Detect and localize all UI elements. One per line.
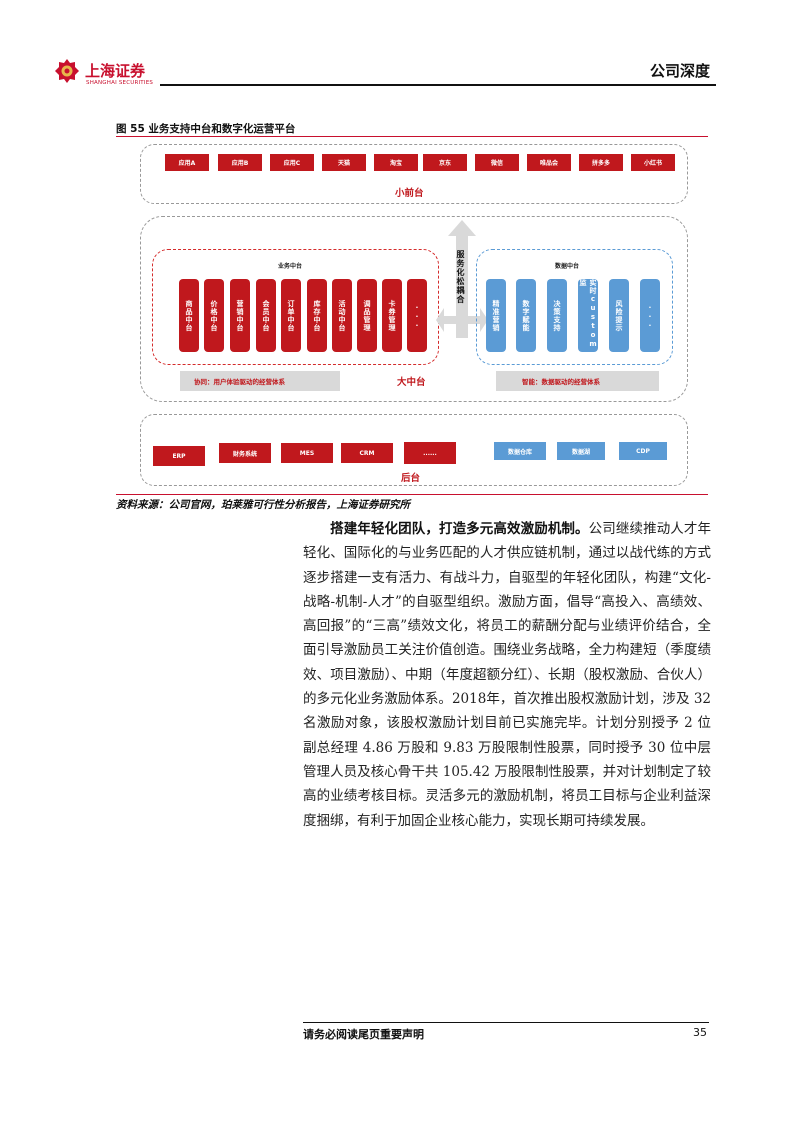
- data-item-bar: 风险提示: [609, 279, 629, 352]
- front-office-label: 小前台: [395, 188, 424, 199]
- front-app-chip: 淘宝: [374, 154, 418, 171]
- back-office-panel: [140, 414, 688, 486]
- data-item-bar: 实时custom监: [578, 279, 598, 352]
- business-middle-box: [152, 249, 439, 365]
- business-item-bar: 营销中台: [230, 279, 250, 352]
- document-type: 公司深度: [649, 62, 710, 80]
- header-divider: [160, 84, 716, 86]
- business-item-bar: 活动中台: [332, 279, 352, 352]
- front-app-chip: 应用A: [165, 154, 209, 171]
- middle-office-panel: [140, 216, 688, 402]
- shanghai-securities-logo-icon: [55, 59, 79, 83]
- back-data-chip: CDP: [619, 442, 667, 460]
- back-data-chip: 数据湖: [557, 442, 605, 460]
- back-data-chip: 数据仓库: [494, 442, 546, 460]
- business-item-bar: ...: [407, 279, 427, 352]
- data-middle-title: 数据中台: [555, 263, 580, 270]
- back-system-chip: ERP: [153, 446, 205, 466]
- front-app-chip: 小红书: [631, 154, 675, 171]
- paragraph-lead: 搭建年轻化团队，打造多元高效激励机制。: [330, 521, 589, 537]
- business-item-bar: 商品中台: [179, 279, 199, 352]
- back-office-label: 后台: [401, 473, 421, 484]
- front-app-chip: 拼多多: [579, 154, 623, 171]
- back-system-chip: ......: [404, 442, 456, 464]
- data-item-bar: 数字赋能: [516, 279, 536, 352]
- business-item-bar: 订单中台: [281, 279, 301, 352]
- business-middle-title: 业务中台: [278, 263, 303, 270]
- body-paragraph: 搭建年轻化团队，打造多元高效激励机制。公司继续推动人才年轻化、国际化的与业务匹配…: [303, 517, 711, 833]
- front-app-chip: 京东: [423, 154, 467, 171]
- data-item-bar: ...: [640, 279, 660, 352]
- data-item-bar: 决策支持: [547, 279, 567, 352]
- data-strip: 智能：数据驱动的经营体系: [496, 371, 659, 391]
- paragraph-text: 公司继续推动人才年轻化、国际化的与业务匹配的人才供应链机制，通过以战代练的方式逐…: [303, 521, 712, 829]
- business-strip: 协同：用户体验驱动的经营体系: [180, 371, 340, 391]
- logo-text-cn: 上海证券: [85, 62, 146, 80]
- front-app-chip: 唯品会: [527, 154, 571, 171]
- page-number: 35: [693, 1026, 707, 1039]
- business-item-bar: 价格中台: [204, 279, 224, 352]
- back-system-chip: MES: [281, 443, 333, 463]
- front-app-chip: 微信: [475, 154, 519, 171]
- front-app-chip: 应用B: [218, 154, 262, 171]
- figure-title: 图 55 业务支持中台和数字化运营平台: [116, 123, 296, 135]
- business-item-bar: 卡券管理: [382, 279, 402, 352]
- business-item-bar: 库存中台: [307, 279, 327, 352]
- back-system-chip: CRM: [341, 443, 393, 463]
- data-item-bar: 精准营销: [486, 279, 506, 352]
- data-middle-box: [476, 249, 673, 365]
- business-item-bar: 调品管理: [357, 279, 377, 352]
- figure-bottom-rule: [116, 494, 708, 495]
- figure-top-rule: [116, 136, 708, 137]
- middle-office-label: 大中台: [397, 377, 426, 388]
- business-item-bar: 会员中台: [256, 279, 276, 352]
- footer-divider: [303, 1022, 709, 1023]
- front-app-chip: 天猫: [322, 154, 366, 171]
- service-arrow-icon: [436, 220, 488, 338]
- figure-source: 资料来源：公司官网，珀莱雅可行性分析报告，上海证券研究所: [116, 499, 410, 511]
- service-decoupling-text: 服务化松耦合: [456, 250, 465, 304]
- disclaimer-notice: 请务必阅读尾页重要声明: [303, 1028, 424, 1041]
- front-app-chip: 应用C: [270, 154, 314, 171]
- back-system-chip: 财务系统: [219, 443, 271, 463]
- front-office-panel: [140, 144, 688, 204]
- logo-text-en: SHANGHAI SECURITIES: [86, 80, 154, 86]
